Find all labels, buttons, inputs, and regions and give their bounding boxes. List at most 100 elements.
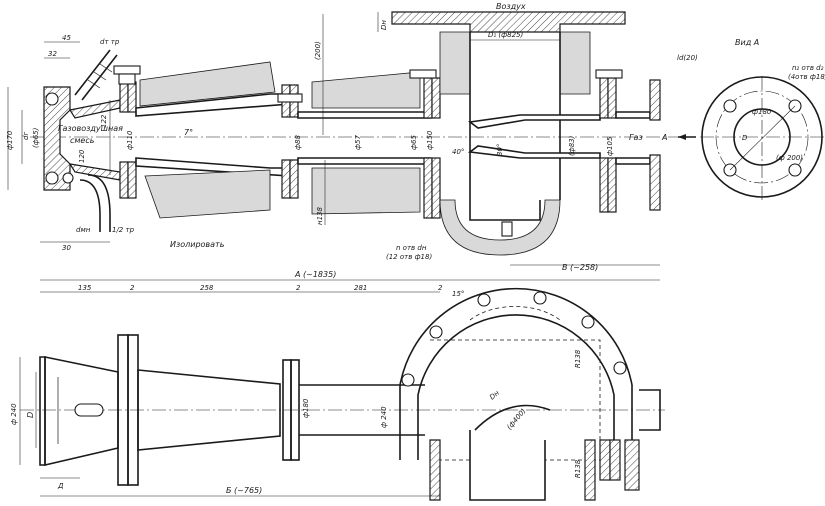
- pipe-wall-bottom: [297, 157, 431, 165]
- arc-bolt-hole: [429, 325, 443, 339]
- pipe-thread: [87, 63, 113, 89]
- flange-4-top: [599, 77, 609, 119]
- dim-b: Б (~765): [226, 486, 262, 495]
- dim-d1: (ф83): [568, 135, 576, 156]
- arc-bolt-hole: [533, 291, 547, 305]
- nozzle-cone-top: [467, 114, 601, 129]
- insulation-bottom: [144, 169, 271, 219]
- dim-45: 45: [62, 34, 71, 42]
- housing-inner-arc: [417, 314, 615, 460]
- dim-135: 135: [78, 284, 92, 292]
- confuser-wall-bottom: [68, 163, 121, 181]
- flange-1-top: [127, 81, 137, 113]
- air-label: Воздух: [496, 2, 526, 11]
- angle-7: 7°: [184, 128, 193, 137]
- dim-h138: н138: [316, 207, 324, 225]
- dim-dt: dт тр: [100, 38, 120, 46]
- arc-bolt-hole: [613, 361, 627, 375]
- bolt-hole: [62, 172, 74, 184]
- confuser-wall-top: [69, 99, 121, 119]
- dim-phi-88: ф88: [294, 135, 302, 150]
- dim-phi-57: ф57: [354, 135, 362, 150]
- dim-dmn: dмн: [76, 226, 91, 234]
- dim-phi-170: ф170: [6, 130, 14, 150]
- gas-label: Газ: [629, 133, 643, 142]
- dim-phi-110: ф110: [126, 130, 134, 150]
- insulation-top-2: [311, 71, 421, 109]
- view-a: Вид А n₂ отв d₂ (4отв ф18) (ф 200) ф180 …: [700, 38, 825, 200]
- flange-3-bottom: [423, 157, 433, 219]
- end-flange-bottom: [649, 154, 661, 211]
- dim-r138b: R138: [574, 459, 582, 478]
- nozzle-cone-bottom: [467, 145, 601, 159]
- plan-diffuser: [137, 369, 281, 451]
- plan-section-inner: [469, 430, 546, 501]
- dim-phi-65: ф65: [410, 135, 418, 150]
- nut: [277, 93, 303, 103]
- dim-258: 258: [200, 284, 214, 292]
- dim-r138: R138: [574, 349, 582, 368]
- hidden-arc: [469, 306, 561, 321]
- flange-3-top: [431, 77, 441, 119]
- end-flange-top: [649, 79, 661, 121]
- dim-ld: ld(20): [677, 54, 698, 62]
- dim-1-2tr: 1/2 тр: [112, 226, 135, 234]
- dim-d-small: Д: [57, 482, 64, 490]
- flange-4-bottom: [599, 157, 609, 213]
- arrow-head: [678, 134, 686, 140]
- dim-dg: dг: [22, 132, 30, 140]
- insulation-bottom-2: [311, 167, 421, 215]
- mixture-label-1: Газовоздушная: [58, 124, 123, 133]
- plan-flange-2: [290, 359, 300, 461]
- bolt-hole: [723, 99, 737, 113]
- deg-15: 15°: [452, 290, 464, 298]
- nut: [409, 69, 437, 79]
- bolt-hole: [45, 92, 59, 106]
- dim-120: 120: [78, 149, 86, 163]
- arc-bolt-hole: [581, 315, 595, 329]
- inlet-flange: [43, 86, 71, 191]
- dim-v: В (~258): [562, 263, 598, 272]
- plan-section-wall: [429, 439, 441, 501]
- plan-end-flange: [624, 439, 640, 491]
- dim-d-letter: D: [26, 412, 35, 418]
- pipe-wall-top: [297, 111, 431, 119]
- dim-200: (200): [314, 41, 322, 60]
- flange-2-bottom: [289, 159, 299, 199]
- dim-line: [729, 105, 796, 171]
- dim-phi-200: (ф 200): [776, 154, 803, 162]
- flange-2-bottom: [281, 159, 291, 199]
- dim-122: 122: [100, 114, 108, 128]
- flange-3-bottom: [431, 157, 441, 219]
- dim-phi-150: ф150: [426, 130, 434, 150]
- holes-bottom-label: n отв dн: [396, 244, 427, 252]
- bolt-hole: [788, 163, 802, 177]
- longitudinal-section: [7, 11, 696, 266]
- nut: [595, 69, 623, 79]
- dim-phi-105: ф105: [606, 136, 614, 156]
- holes-label: n₂ отв d₂: [792, 64, 824, 72]
- dim-281: 281: [354, 284, 367, 292]
- view-a-title: Вид А: [735, 38, 759, 47]
- dim-32: 32: [48, 50, 57, 58]
- nozzle-curve: [474, 404, 551, 431]
- flange-1-bottom: [127, 161, 137, 199]
- angle-40: 40°: [452, 148, 464, 156]
- bolt-hole: [45, 171, 59, 185]
- plan-right-flange: [599, 439, 611, 481]
- plug: [501, 221, 513, 237]
- bolt: [118, 73, 136, 85]
- holes-label-sub: (4отв ф18): [788, 73, 825, 81]
- nut: [113, 65, 141, 75]
- dim-dg-val: (ф65): [32, 127, 40, 148]
- plan-view: [19, 279, 665, 501]
- arc-bolt-hole: [477, 293, 491, 307]
- dim-phi-180: ф180: [302, 398, 310, 418]
- dim-phi-240b: ф 240: [380, 406, 388, 428]
- flange-4-top: [607, 77, 617, 119]
- dim-dn2: Dн: [488, 389, 501, 402]
- dim-d-view: D: [742, 134, 748, 142]
- insulation-top: [139, 61, 276, 107]
- holes-bottom-sub: (12 отв ф18): [386, 253, 432, 261]
